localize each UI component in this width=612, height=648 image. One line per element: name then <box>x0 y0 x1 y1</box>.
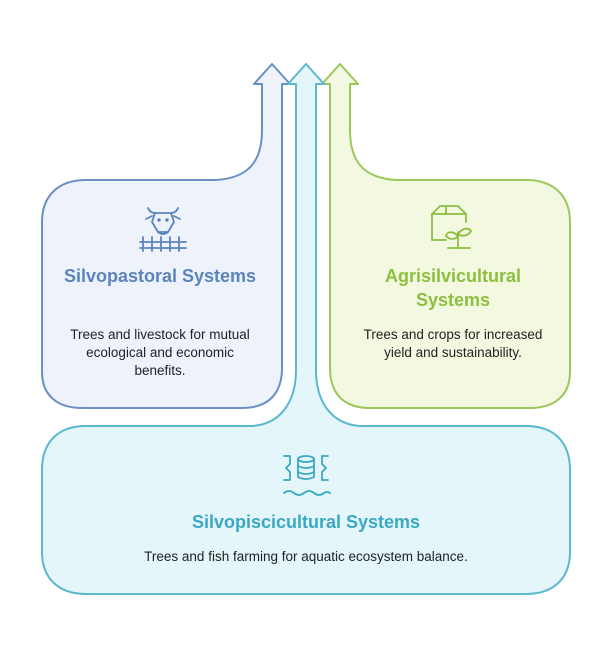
crate-with-sprout-icon <box>431 205 472 249</box>
silvopiscicultural-card <box>41 63 571 595</box>
silvopastoral-description: Trees and livestock for mutual ecologica… <box>70 327 250 378</box>
silvopastoral-title: Silvopastoral Systems <box>63 266 257 286</box>
silvopiscicultural-description: Trees and fish farming for aquatic ecosy… <box>144 549 468 564</box>
cow-with-fence-icon <box>139 207 187 252</box>
silvopastoral-card <box>41 63 291 409</box>
agrisilvicultural-description: Trees and crops for increased yield and … <box>363 327 543 360</box>
agrisilvicultural-title: Agrisilvicultural Systems <box>384 266 522 310</box>
fish-tank-water-icon <box>283 455 331 496</box>
silvopiscicultural-title: Silvopiscicultural Systems <box>191 512 421 532</box>
